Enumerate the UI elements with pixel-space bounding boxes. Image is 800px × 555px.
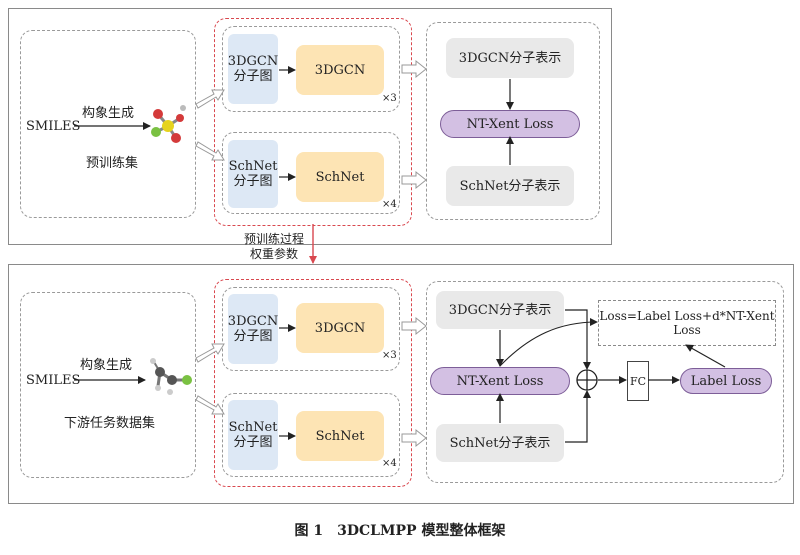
finetune-3dgcn-group xyxy=(222,287,400,371)
finetune-hollow-arrow-3d xyxy=(401,316,427,336)
finetune-panel xyxy=(8,264,794,504)
pretrain-3dgcn-model: 3DGCN xyxy=(296,45,384,95)
finetune-hollow-arrow-sch xyxy=(401,428,427,448)
concat-icon xyxy=(576,369,598,391)
pretrain-contrast-box xyxy=(426,22,600,220)
pretrain-3dgcn-graph: 3DGCN 分子图 xyxy=(228,34,278,104)
finetune-schnet-graph: SchNet 分子图 xyxy=(228,400,278,470)
pretrain-3dgcn-repeat: ×3 xyxy=(382,93,397,104)
pretrain-schnet-repr: SchNet分子表示 xyxy=(446,166,574,206)
pretrain-conformer-label: 构象生成 xyxy=(82,106,135,121)
pretrain-3dgcn-group xyxy=(222,26,400,112)
pretrain-3dgcn-repr: 3DGCN分子表示 xyxy=(446,38,574,78)
finetune-fc-layer: FC xyxy=(627,361,649,401)
finetune-molecule-icon xyxy=(150,358,192,395)
finetune-schnet-model: SchNet xyxy=(296,411,384,461)
finetune-label-loss: Label Loss xyxy=(680,368,772,394)
pretrain-hollow-arrow-3d xyxy=(401,59,427,79)
finetune-schnet-repeat: ×4 xyxy=(382,458,397,469)
transfer-label-line1: 预训练过程 xyxy=(244,232,305,246)
finetune-schnet-group xyxy=(222,393,400,477)
finetune-3dgcn-graph: 3DGCN 分子图 xyxy=(228,294,278,364)
finetune-ntxent-to-total xyxy=(499,318,598,367)
pretrain-input-box xyxy=(20,30,196,218)
pretrain-schnet-graph: SchNet 分子图 xyxy=(228,140,278,208)
transfer-label-line2: 权重参数 xyxy=(250,247,299,261)
pretrain-ntxent-loss: NT-Xent Loss xyxy=(440,110,580,138)
pretrain-schnet-repeat: ×4 xyxy=(382,199,397,210)
finetune-dataset-label: 下游任务数据集 xyxy=(64,416,156,431)
finetune-hollow-arrow-up xyxy=(195,343,225,363)
pretrain-molecule-icon xyxy=(151,105,186,143)
pretrain-schnet-group xyxy=(222,132,400,214)
finetune-input-box xyxy=(20,292,196,478)
finetune-schnet-repr: SchNet分子表示 xyxy=(436,424,564,462)
pretrain-schnet-model: SchNet xyxy=(296,152,384,202)
pretrain-hollow-arrow-sch xyxy=(401,170,427,190)
finetune-encoders-box xyxy=(214,279,412,487)
finetune-conformer-label: 构象生成 xyxy=(80,358,133,373)
finetune-reprsch-to-concat xyxy=(565,390,591,443)
pretrain-smiles-label: SMILES xyxy=(26,119,81,134)
finetune-smiles-label: SMILES xyxy=(26,373,81,388)
pretrain-hollow-arrow-down xyxy=(195,141,225,161)
pretrain-dataset-label: 预训练集 xyxy=(86,156,139,171)
finetune-3dgcn-repeat: ×3 xyxy=(382,350,397,361)
finetune-head-box xyxy=(426,281,784,483)
finetune-3dgcn-model: 3DGCN xyxy=(296,303,384,353)
finetune-3dgcn-repr: 3DGCN分子表示 xyxy=(436,291,564,329)
pretrain-hollow-arrow-up xyxy=(195,89,225,109)
figure-caption: 图 1 3DCLMPP 模型整体框架 xyxy=(294,522,506,539)
finetune-repr3d-to-concat xyxy=(565,309,591,370)
finetune-labelloss-to-total xyxy=(685,344,726,368)
finetune-hollow-arrow-down xyxy=(195,395,225,415)
